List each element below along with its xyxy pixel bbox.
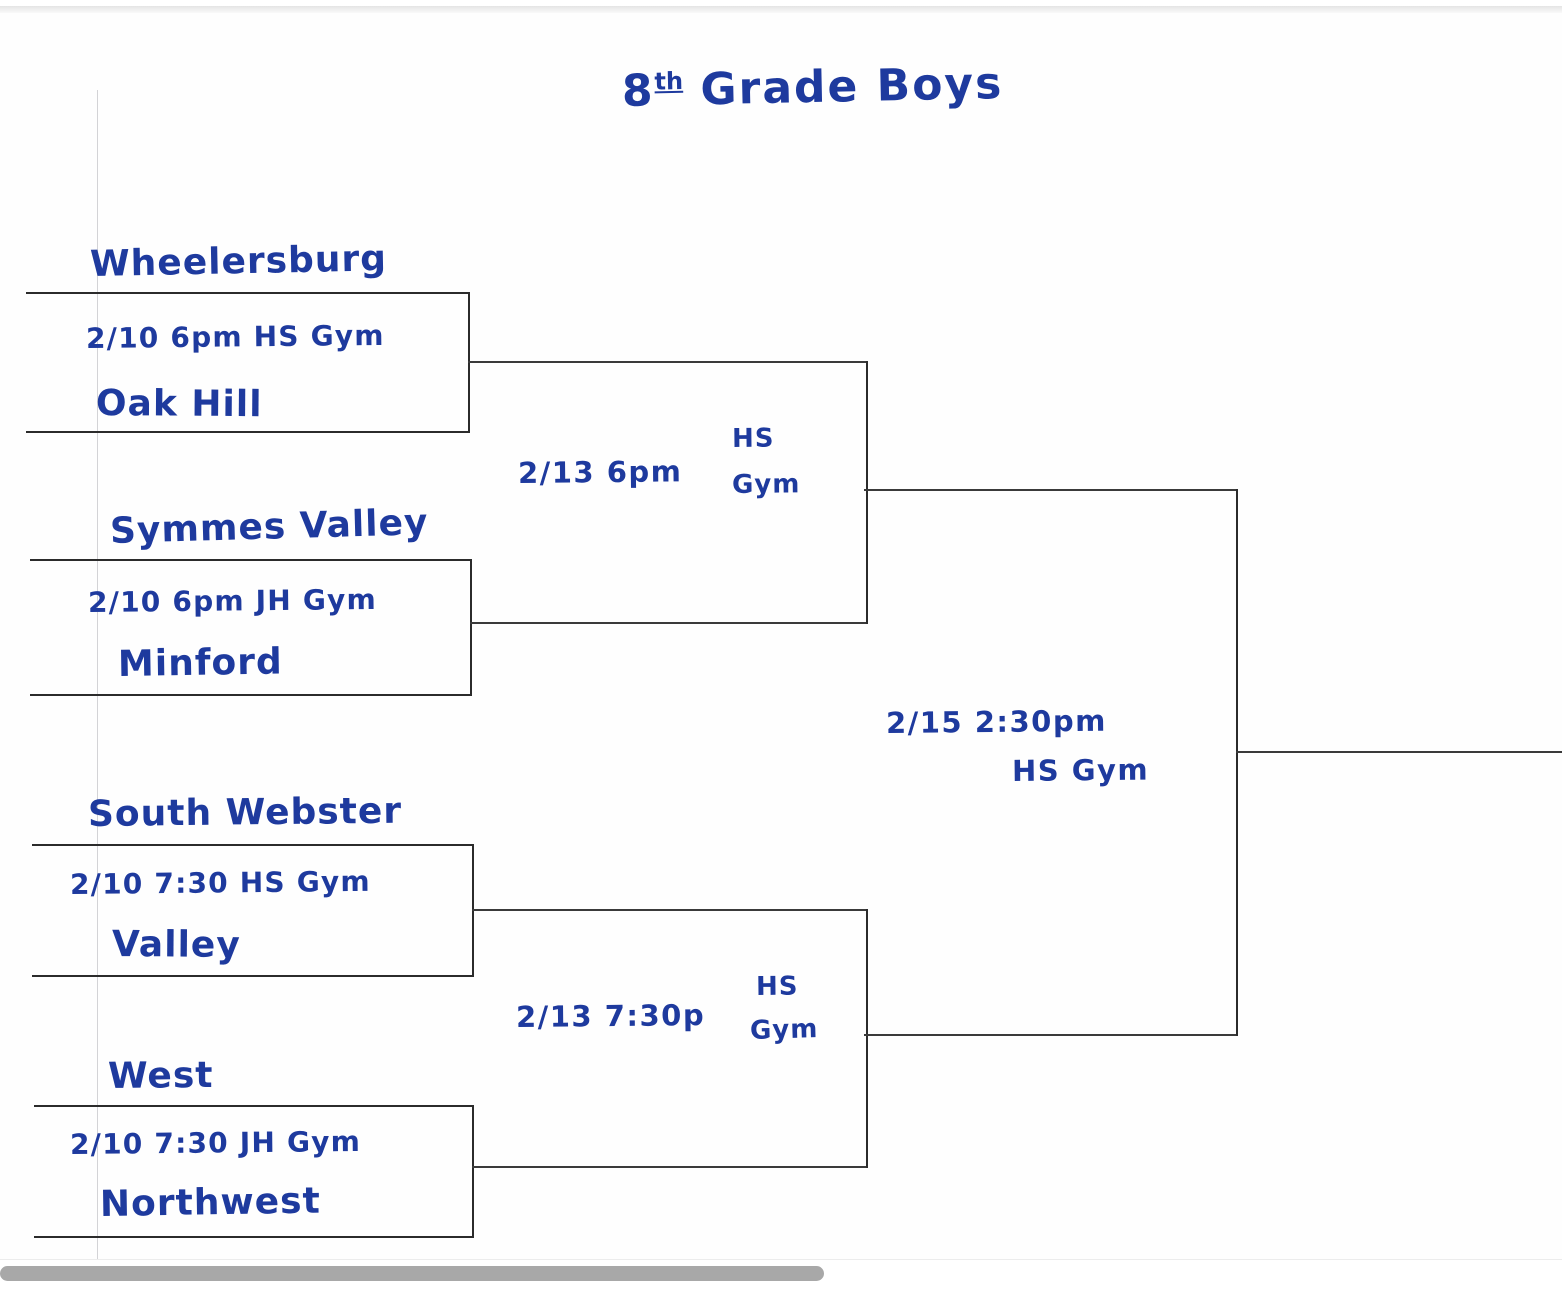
match1-bottom-team: Oak Hill (95, 383, 263, 426)
match1-detail: 2/10 6pm HS Gym (85, 318, 385, 355)
scan-top-shadow (0, 6, 1562, 13)
final-right-connector (1236, 489, 1238, 1036)
title-ordinal-suffix: th (654, 67, 684, 96)
semifinal2-bottom-line (472, 1166, 868, 1168)
semifinal1-venue-line1: HS (731, 423, 775, 454)
match2-bottom-team: Minford (117, 641, 284, 685)
semifinal2-venue-line2: Gym (749, 1014, 819, 1046)
match2-right-connector (470, 559, 472, 696)
page-title: 8th Grade Boys (621, 58, 1003, 117)
semifinal1-bottom-line (470, 622, 868, 624)
match1-top-line (26, 292, 470, 294)
final-datetime: 2/15 2:30pm (885, 703, 1108, 740)
match4-right-connector (472, 1105, 474, 1238)
semifinal2-top-line (472, 909, 868, 911)
semifinal2-venue-line1: HS (755, 971, 799, 1002)
semifinal1-datetime: 2/13 6pm (517, 454, 683, 490)
match2-top-team: Symmes Valley (109, 502, 429, 552)
match4-bottom-team: Northwest (99, 1180, 322, 1225)
title-remainder: Grade Boys (699, 58, 1004, 116)
semifinal1-venue-line2: Gym (731, 469, 801, 500)
final-venue: HS Gym (1011, 752, 1150, 788)
semifinal1-right-connector (866, 361, 868, 624)
match3-bottom-team: Valley (111, 924, 241, 966)
match3-top-line (32, 844, 474, 846)
match2-bottom-line (30, 694, 472, 696)
match3-detail: 2/10 7:30 HS Gym (69, 864, 371, 901)
semifinal2-datetime: 2/13 7:30p (515, 998, 706, 1034)
final-bottom-line (864, 1034, 1238, 1036)
match4-detail: 2/10 7:30 JH Gym (69, 1124, 362, 1161)
final-top-line (864, 489, 1238, 491)
match1-bottom-line (26, 431, 470, 433)
match2-detail: 2/10 6pm JH Gym (87, 582, 378, 619)
match4-top-line (34, 1105, 474, 1107)
match3-top-team: South Webster (87, 790, 403, 835)
match4-bottom-line (34, 1236, 474, 1238)
scanned-bracket-sheet: 8th Grade Boys Wheelersburg 2/10 6pm HS … (0, 6, 1562, 1260)
horizontal-scrollbar-track[interactable] (0, 1259, 1562, 1290)
semifinal2-right-connector (866, 909, 868, 1168)
match3-bottom-line (32, 975, 474, 977)
match4-top-team: West (107, 1054, 214, 1097)
match2-top-line (30, 559, 472, 561)
horizontal-scrollbar-thumb[interactable] (0, 1266, 824, 1281)
title-number: 8 (621, 65, 656, 117)
notebook-margin-line (97, 90, 98, 1260)
match1-top-team: Wheelersburg (89, 238, 388, 285)
champion-line (1236, 751, 1562, 753)
semifinal1-top-line (468, 361, 868, 363)
